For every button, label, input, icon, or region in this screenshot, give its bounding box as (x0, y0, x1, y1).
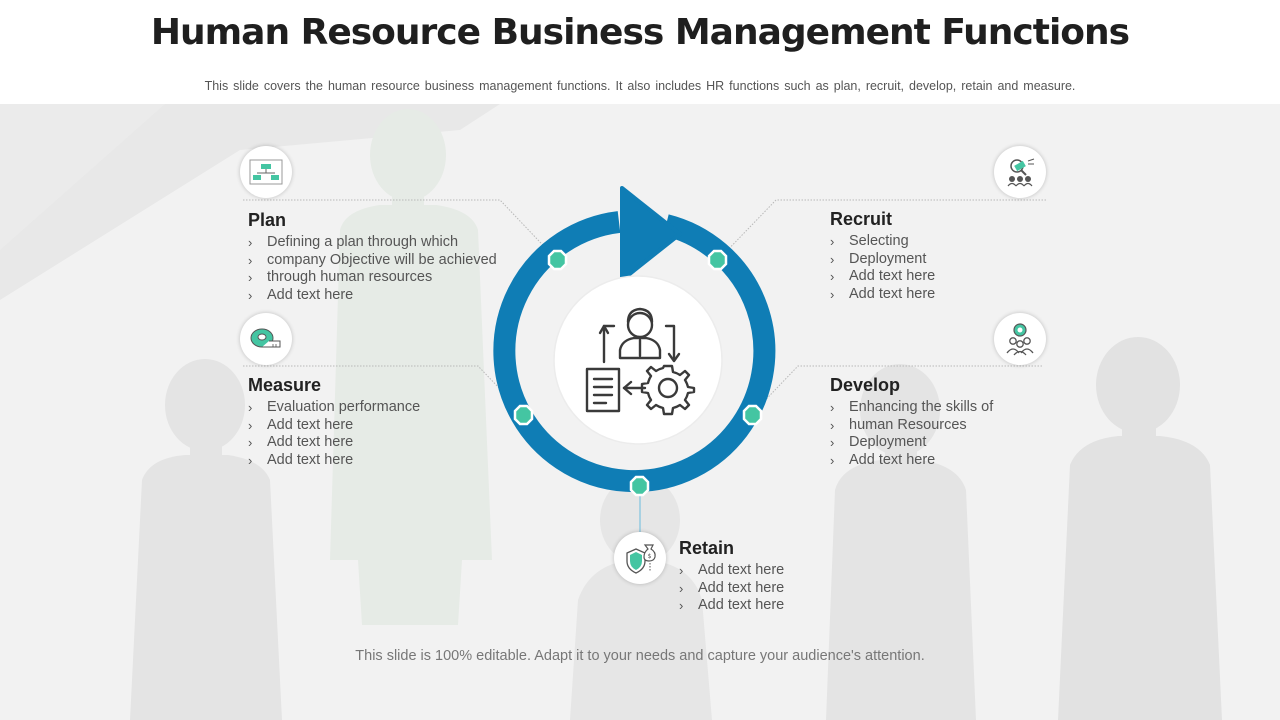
recruitment-icon (1007, 158, 1035, 187)
list-item: company Objective will be achieved (248, 252, 518, 270)
list-item: Add text here (830, 286, 1050, 304)
recruit-list: Selecting Deployment Add text here Add t… (830, 233, 1050, 303)
page-title: Human Resource Business Management Funct… (150, 12, 1130, 53)
list-item: Deployment (830, 434, 1050, 452)
plan-connector (243, 199, 558, 261)
list-item: Evaluation performance (248, 399, 488, 417)
measure-icon-circle (240, 313, 292, 365)
retain-title: Retain (679, 538, 735, 558)
recruit-node (707, 249, 728, 271)
recruit-title: Recruit (830, 209, 893, 229)
list-item: human Resources (830, 417, 1050, 435)
cycle-ring (493, 211, 776, 493)
measure-node (513, 404, 534, 426)
cycle-arrowhead (620, 186, 682, 282)
recruit-section: Recruit Selecting Deployment Add text he… (830, 209, 1050, 303)
hr-management-gear-icon (585, 307, 696, 416)
develop-icon-circle (994, 313, 1046, 365)
develop-node (742, 404, 763, 426)
measure-section: Measure Evaluation performance Add text … (248, 375, 488, 469)
footer-note: This slide is 100% editable. Adapt it to… (355, 648, 925, 664)
list-item: Add text here (830, 268, 1050, 286)
team-development-icon (1006, 323, 1034, 356)
plan-section: Plan Defining a plan through which compa… (248, 210, 518, 304)
recruit-icon-circle (994, 146, 1046, 198)
develop-list: Enhancing the skills of human Resources … (830, 399, 1050, 469)
measure-list: Evaluation performance Add text here Add… (248, 399, 488, 469)
list-item: Add text here (679, 562, 879, 580)
org-chart-icon (249, 159, 283, 185)
retain-node (629, 475, 650, 497)
list-item: Add text here (248, 434, 488, 452)
list-item: Enhancing the skills of (830, 399, 1050, 417)
retain-icon-circle: $ (614, 532, 666, 584)
list-item: through human resources (248, 269, 518, 287)
page-subtitle: This slide covers the human resource bus… (204, 79, 1076, 93)
develop-section: Develop Enhancing the skills of human Re… (830, 375, 1050, 469)
measuring-tape-icon (250, 328, 281, 348)
list-item: Defining a plan through which (248, 234, 518, 252)
retain-list: Add text here Add text here Add text her… (679, 562, 879, 615)
center-circle (553, 275, 723, 445)
list-item: Deployment (830, 251, 1050, 269)
plan-icon-circle (240, 146, 292, 198)
list-item: Add text here (830, 452, 1050, 470)
list-item: Add text here (248, 287, 518, 305)
list-item: Selecting (830, 233, 1050, 251)
retain-section: Retain Add text here Add text here Add t… (679, 538, 879, 615)
plan-node (547, 249, 568, 271)
measure-title: Measure (248, 375, 322, 395)
list-item: Add text here (248, 417, 488, 435)
list-item: Add text here (248, 452, 488, 470)
list-item: Add text here (679, 580, 879, 598)
develop-title: Develop (830, 375, 901, 395)
svg-text:$: $ (648, 553, 652, 560)
recruit-connector (717, 199, 1046, 261)
list-item: Add text here (679, 597, 879, 615)
plan-list: Defining a plan through which company Ob… (248, 234, 518, 304)
shield-money-icon: $ (626, 544, 656, 574)
plan-title: Plan (248, 210, 287, 230)
